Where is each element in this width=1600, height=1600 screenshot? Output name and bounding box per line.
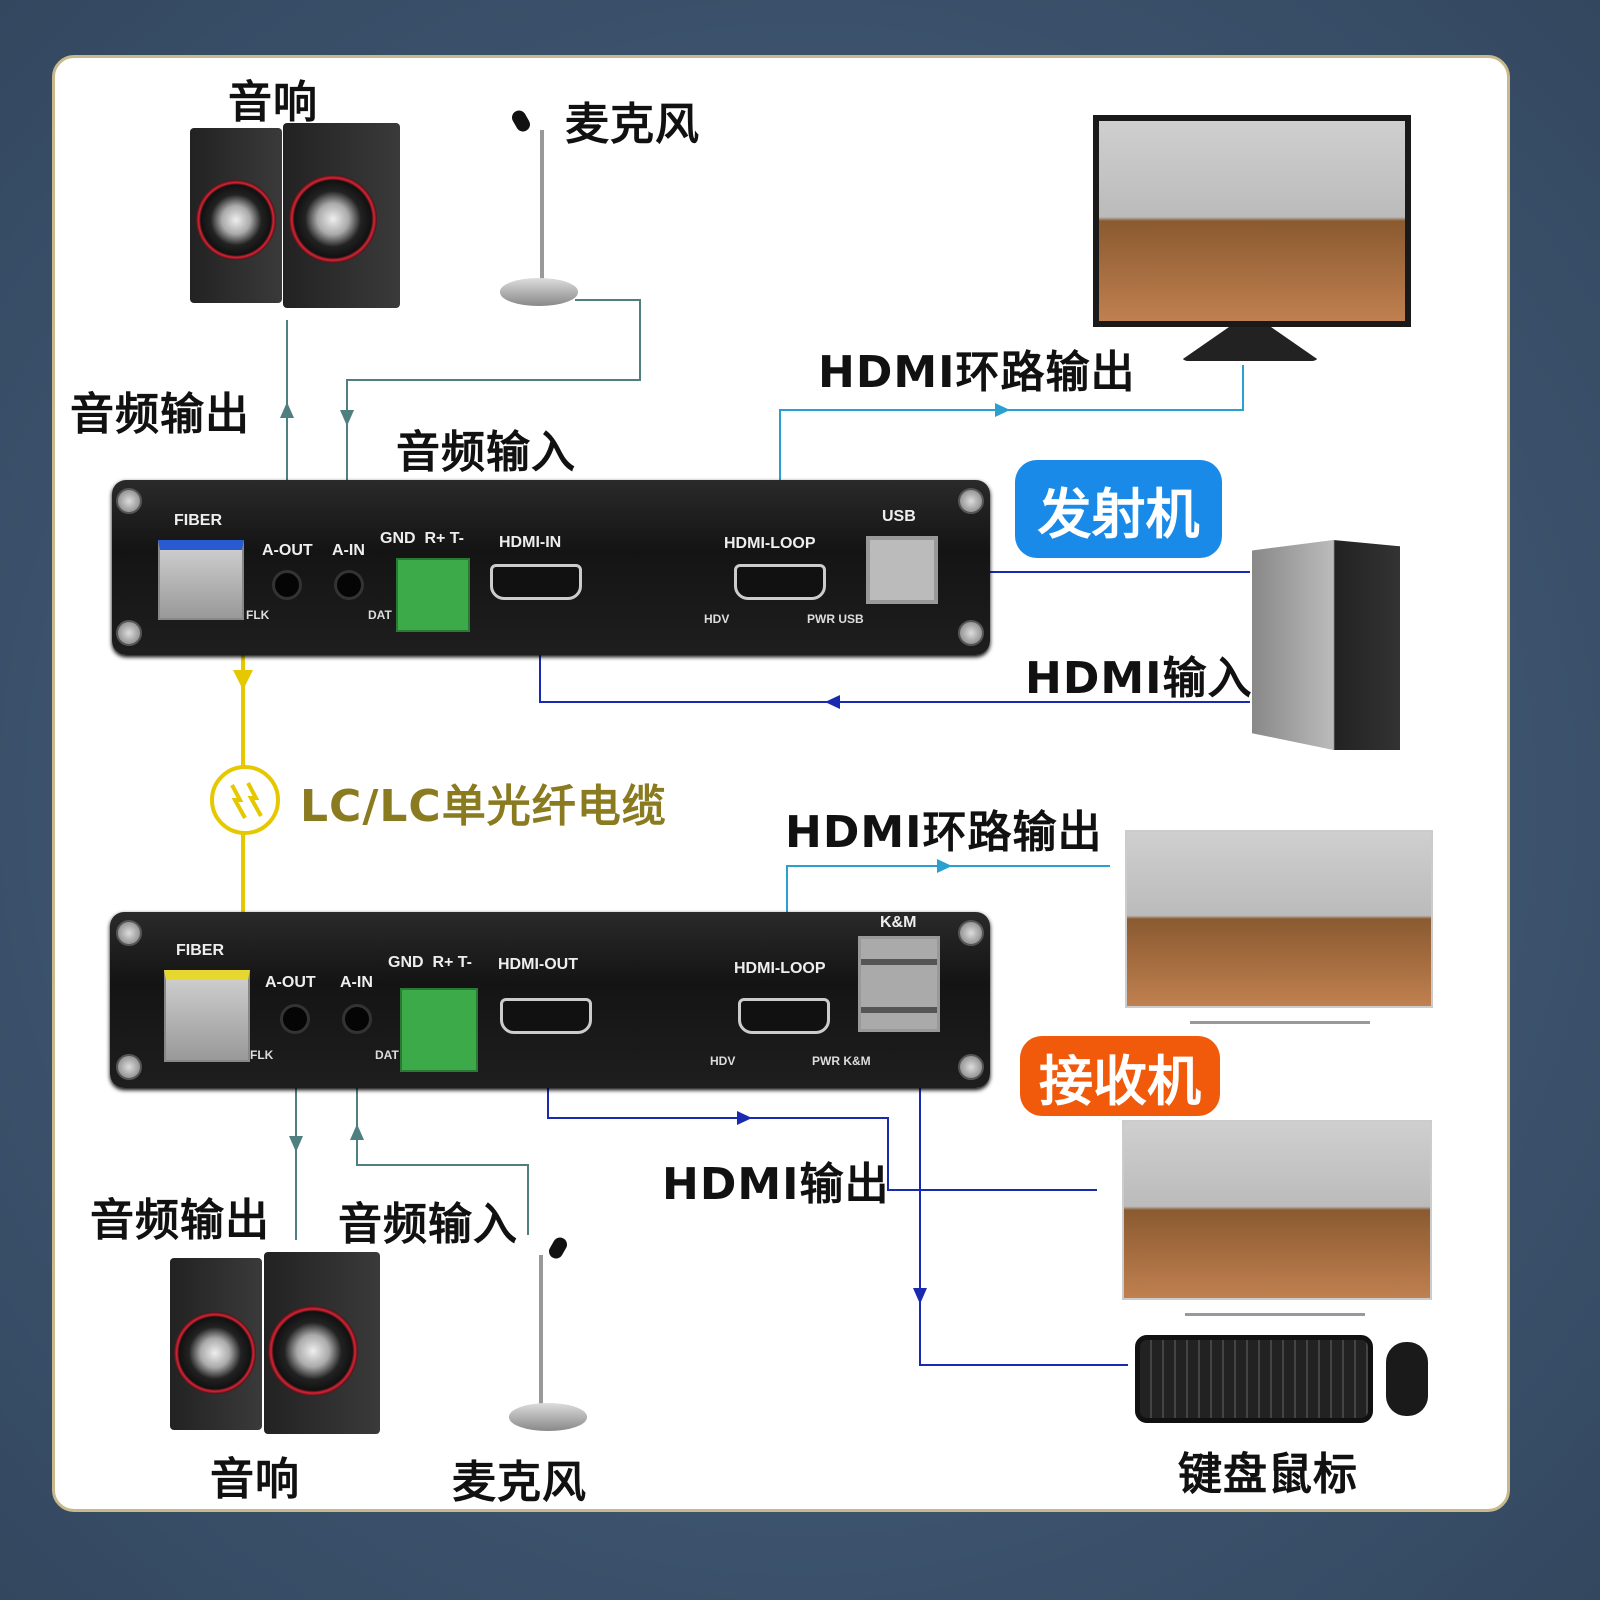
monitor-top <box>1093 115 1411 327</box>
a-in-label: A-IN <box>332 542 365 559</box>
arrow-hdmi-out <box>737 1111 752 1125</box>
fiber-port-label: FIBER <box>176 942 224 959</box>
hdmi-in-label: HDMI输入 <box>1025 653 1253 704</box>
a-in-jack[interactable] <box>334 570 364 600</box>
a-out-label: A-OUT <box>265 974 316 991</box>
a-in-jack[interactable] <box>342 1004 372 1034</box>
microphone-bottom <box>505 1234 590 1435</box>
hdmi-in-port[interactable] <box>490 564 582 600</box>
arrow-hdmi-in <box>825 695 840 709</box>
dat-label: DAT <box>375 1048 399 1062</box>
monitor-bottom-1-stand <box>1190 1008 1370 1024</box>
pwr-usb-label: PWR USB <box>807 612 864 626</box>
hdv-label: HDV <box>704 612 730 626</box>
fiber-port-label: FIBER <box>174 512 222 529</box>
hdmi-loop-top-label: HDMI环路输出 <box>818 347 1136 398</box>
pwr-km-label: PWR K&M <box>812 1054 871 1068</box>
fiber-icon-bolts <box>230 782 263 819</box>
km-line <box>919 1010 1128 1366</box>
speaker-top-left <box>190 128 282 303</box>
computer-tower <box>1252 540 1400 750</box>
audio-out-bottom-label: 音频输出 <box>90 1195 270 1246</box>
transmitter-panel: FIBER A-OUT A-IN FLK DAT GND R+ T- HDMI-… <box>112 480 990 655</box>
receiver-panel: FIBER A-OUT A-IN FLK DAT GND R+ T- HDMI-… <box>110 912 990 1088</box>
microphone-top <box>500 107 580 310</box>
mic-top-label: 麦克风 <box>565 99 700 150</box>
speaker-bottom-label: 音响 <box>210 1454 300 1505</box>
a-out-jack[interactable] <box>272 570 302 600</box>
hdmi-loop-bottom-label: HDMI环路输出 <box>785 807 1103 858</box>
arrow-audio-out-top <box>280 402 294 418</box>
a-out-jack[interactable] <box>280 1004 310 1034</box>
monitor-bottom-2-stand <box>1185 1300 1365 1316</box>
arrow-km <box>913 1288 927 1304</box>
hdmi-out-label: HDMI-OUT <box>498 956 578 973</box>
receiver-badge: 接收机 <box>1020 1036 1220 1116</box>
monitor-bottom-2 <box>1122 1120 1432 1300</box>
flk-label: FLK <box>250 1048 274 1062</box>
a-out-label: A-OUT <box>262 542 313 559</box>
terminal-label: GND R+ T- <box>388 954 473 971</box>
km-usb-ports[interactable] <box>858 936 940 1032</box>
speaker-bottom-left <box>170 1258 262 1430</box>
audio-in-line-top <box>346 299 641 530</box>
audio-in-top-label: 音频输入 <box>396 427 576 478</box>
terminal-block[interactable] <box>400 988 478 1072</box>
dat-label: DAT <box>368 608 392 622</box>
arrow-audio-in-top <box>340 410 354 426</box>
monitor-bottom-1 <box>1125 830 1433 1008</box>
hdmi-out-line <box>547 1030 1097 1191</box>
hdmi-out-port[interactable] <box>500 998 592 1034</box>
fiber-port[interactable] <box>164 970 250 1062</box>
arrow-hdmi-loop-bottom <box>937 859 952 873</box>
mic-bottom-label: 麦克风 <box>452 1457 587 1508</box>
flk-label: FLK <box>246 608 270 622</box>
hdmi-loop-port[interactable] <box>738 998 830 1034</box>
usb-port[interactable] <box>866 536 938 604</box>
speaker-top-right <box>283 123 400 308</box>
usb-label: USB <box>882 508 916 525</box>
arrow-fiber-1 <box>233 670 253 690</box>
speaker-bottom-right <box>264 1252 380 1434</box>
audio-in-line-bottom <box>356 1020 529 1235</box>
fiber-icon <box>210 765 280 835</box>
arrow-audio-in-bottom <box>350 1124 364 1140</box>
fiber-cable-label: LC/LC单光纤电缆 <box>300 781 667 832</box>
hdmi-loop-line-top <box>779 365 1244 540</box>
audio-in-bottom-label: 音频输入 <box>338 1199 518 1250</box>
hdmi-out-label: HDMI输出 <box>662 1159 890 1210</box>
hdmi-loop-label: HDMI-LOOP <box>734 960 826 977</box>
mouse <box>1386 1342 1428 1416</box>
a-in-label: A-IN <box>340 974 373 991</box>
hdv-label: HDV <box>710 1054 736 1068</box>
audio-out-top-label: 音频输出 <box>70 389 250 440</box>
arrow-hdmi-loop-top <box>995 403 1010 417</box>
keyboard-mouse-label: 键盘鼠标 <box>1178 1449 1358 1500</box>
speaker-top-label: 音响 <box>228 77 318 128</box>
keyboard <box>1135 1335 1373 1423</box>
transmitter-badge: 发射机 <box>1015 460 1222 558</box>
terminal-label: GND R+ T- <box>380 530 465 547</box>
hdmi-in-label: HDMI-IN <box>499 534 562 551</box>
hdmi-loop-port[interactable] <box>734 564 826 600</box>
hdmi-loop-label: HDMI-LOOP <box>724 535 816 552</box>
fiber-port[interactable] <box>158 540 244 620</box>
arrow-audio-out-bottom <box>289 1136 303 1152</box>
km-label: K&M <box>880 914 917 931</box>
terminal-block[interactable] <box>396 558 470 632</box>
